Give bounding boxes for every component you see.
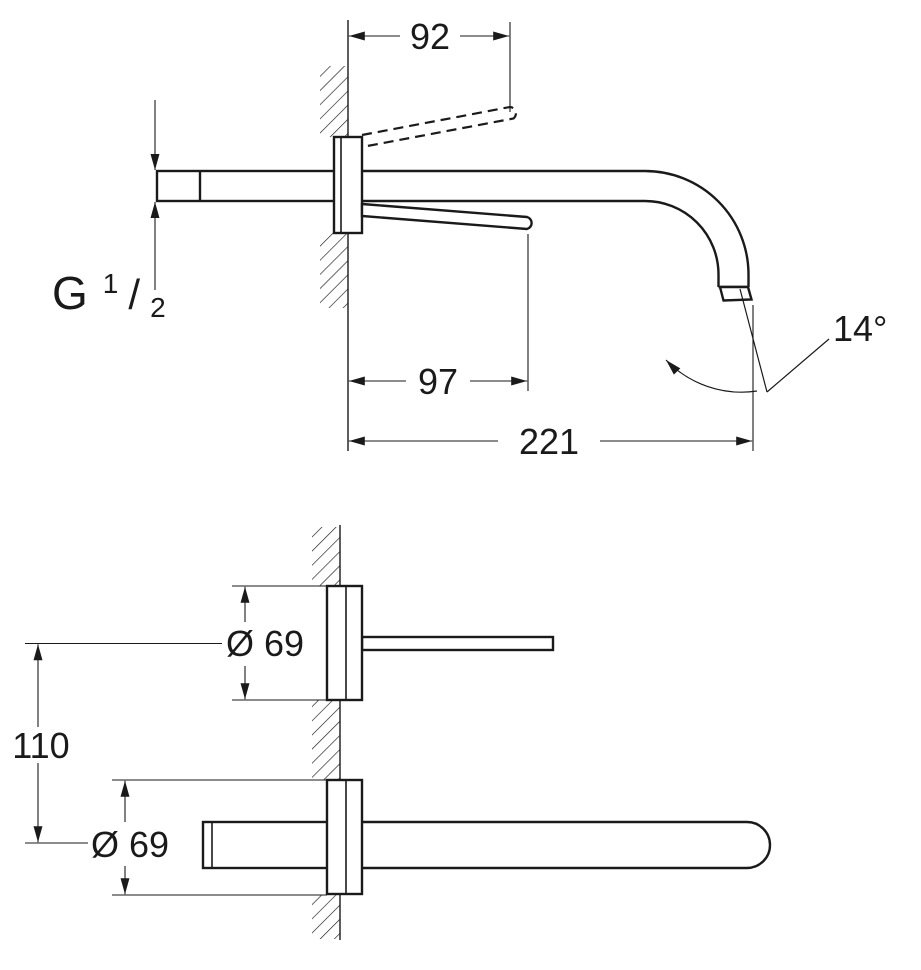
dimension-221-label: 221 [519, 421, 579, 462]
dimension-labels: 92 G 1 / 2 97 221 14° Ø 69 Ø 69 110 [12, 16, 887, 865]
top-view [150, 20, 830, 451]
spout-tip [718, 285, 754, 302]
spout-body-concealed [201, 820, 342, 870]
escutcheon-plate-side [332, 135, 364, 235]
bottom-view [25, 525, 772, 940]
spout-outer-edge [362, 169, 750, 287]
angle-indicator [665, 288, 830, 393]
handle-lever [360, 202, 533, 231]
spout-escutcheon-plan [325, 778, 364, 896]
inlet-shaft [155, 169, 338, 203]
handle-escutcheon-plan [325, 584, 364, 702]
angle-arc-arrow [665, 359, 758, 393]
thread-slash: / [128, 271, 140, 318]
dimension-92-label: 92 [410, 16, 450, 57]
angle-14-label: 14° [833, 308, 887, 349]
wall-hatch-lower [320, 233, 348, 308]
angle-leader-line [766, 338, 830, 393]
wall-hatch-3 [312, 895, 340, 939]
lower-diameter-label: Ø 69 [91, 824, 169, 865]
handle-lever-raised-dashed [361, 105, 517, 149]
dimension-upper-diameter [232, 585, 327, 701]
thread-prefix: G [52, 267, 88, 319]
thread-size-label: G 1 / 2 [52, 260, 166, 323]
spout-tube-plan [362, 820, 772, 870]
wall-hatch-1 [312, 527, 340, 586]
thread-numerator: 1 [103, 268, 119, 299]
spout-inner-edge [362, 199, 720, 287]
dimension-lower-diameter [112, 779, 327, 896]
dimension-97 [348, 234, 529, 391]
wall-hatch-2 [312, 700, 340, 780]
dimension-110 [25, 642, 222, 844]
dimension-92 [348, 22, 511, 112]
handle-bar-plan [360, 635, 555, 652]
wall-hatch-upper [320, 66, 348, 137]
angle-reference-line [739, 288, 768, 393]
dimension-97-label: 97 [418, 361, 458, 402]
center-distance-label: 110 [12, 725, 69, 766]
upper-diameter-label: Ø 69 [226, 623, 304, 664]
thread-denominator: 2 [150, 292, 166, 323]
dimension-221 [348, 305, 754, 451]
